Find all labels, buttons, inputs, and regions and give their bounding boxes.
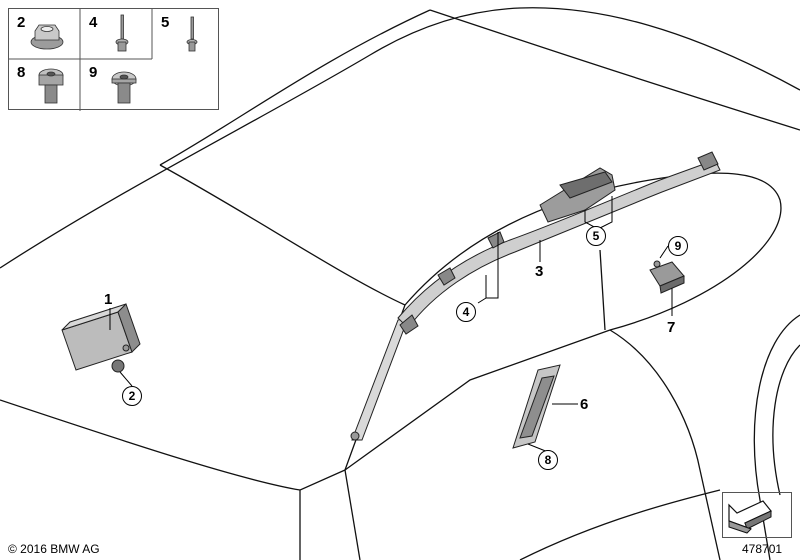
rocker-line bbox=[344, 469, 361, 560]
legend-label-2: 2 bbox=[17, 14, 26, 31]
callout-7: 7 bbox=[667, 319, 676, 336]
copyright-text: © 2016 BMW AG bbox=[8, 542, 100, 556]
orientation-arrow-icon bbox=[728, 500, 772, 534]
callout-bubble-8: 8 bbox=[538, 450, 558, 470]
document-number: 478701 bbox=[742, 542, 783, 556]
door-line bbox=[609, 329, 721, 560]
callout-bubble-4: 4 bbox=[456, 302, 476, 322]
rivet-icon bbox=[115, 14, 129, 52]
legend-label-9: 9 bbox=[89, 64, 98, 81]
fastener-near-9 bbox=[653, 260, 661, 268]
leader-4 bbox=[477, 232, 499, 304]
bracket-part bbox=[649, 261, 685, 294]
callout-bubble-2: 2 bbox=[122, 386, 142, 406]
callout-1: 1 bbox=[104, 291, 113, 308]
hood-line bbox=[0, 399, 301, 491]
torx-bolt-icon bbox=[38, 68, 64, 104]
callout-6: 6 bbox=[580, 396, 589, 413]
rear-wheel-inner bbox=[772, 344, 800, 496]
windshield-top bbox=[159, 9, 431, 166]
fastener-legend: 2 4 5 8 9 bbox=[8, 8, 219, 111]
torx-bolt-icon-2 bbox=[111, 71, 137, 104]
callout-bubble-5: 5 bbox=[586, 226, 606, 246]
legend-label-4: 4 bbox=[89, 14, 98, 31]
b-pillar bbox=[599, 249, 606, 331]
windshield-lower bbox=[159, 164, 406, 306]
flange-nut-icon bbox=[30, 24, 64, 50]
lower-sill bbox=[519, 489, 721, 560]
leader-9 bbox=[659, 245, 669, 259]
fastener-near-2 bbox=[122, 344, 130, 352]
body-side bbox=[429, 9, 800, 131]
orientation-box bbox=[722, 492, 792, 538]
callout-bubble-9: 9 bbox=[668, 236, 688, 256]
rear-wheel-arch bbox=[753, 314, 800, 560]
airbag-module bbox=[61, 303, 141, 373]
roof-line bbox=[0, 7, 800, 269]
side-airbag bbox=[512, 364, 561, 449]
door-window bbox=[344, 172, 782, 471]
legend-grid bbox=[9, 9, 198, 111]
legend-label-5: 5 bbox=[161, 14, 170, 31]
curtain-airbag bbox=[350, 151, 721, 441]
legend-label-8: 8 bbox=[17, 64, 26, 81]
leader-2 bbox=[119, 371, 133, 387]
rivet-icon-2 bbox=[186, 16, 198, 52]
callout-3: 3 bbox=[535, 263, 544, 280]
